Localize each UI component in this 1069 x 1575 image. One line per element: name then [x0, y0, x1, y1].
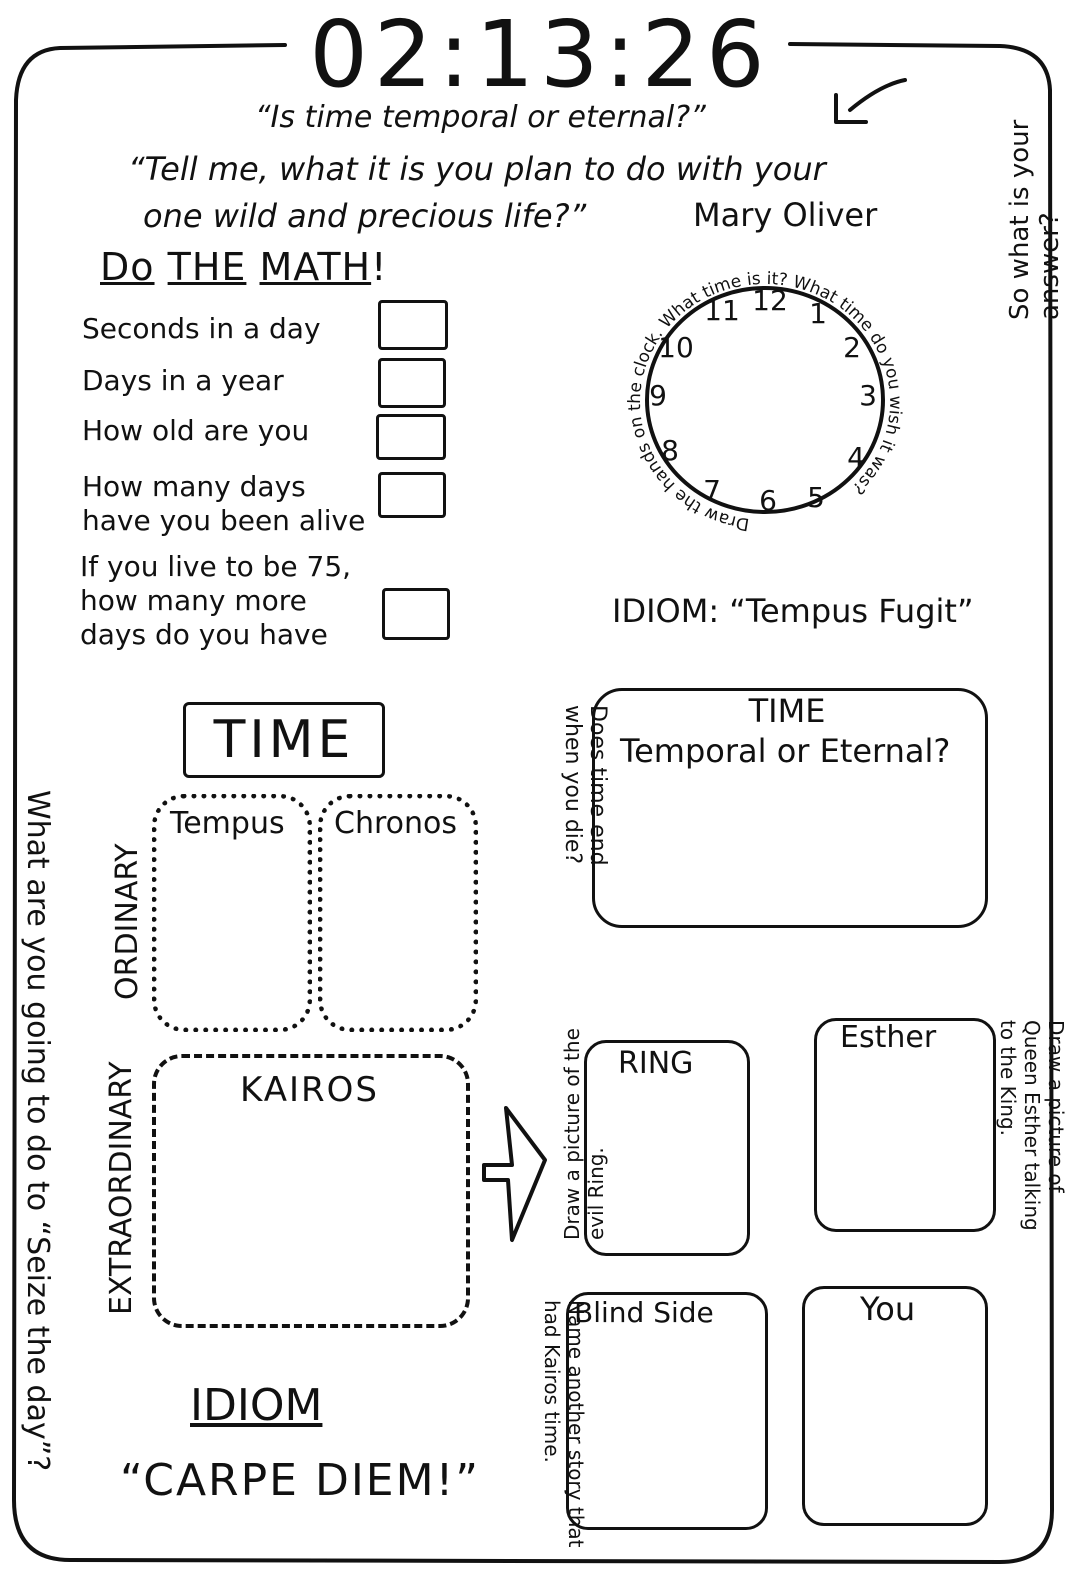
ring-box-title: RING: [618, 1046, 694, 1081]
math-item-days: Days in a year: [82, 364, 284, 397]
temporal-box-subtitle: Temporal or Eternal?: [620, 732, 951, 770]
math-answer-seconds[interactable]: [378, 300, 448, 350]
you-box-title: You: [860, 1290, 916, 1328]
esther-box-note: Draw a picture of Queen Esther talking t…: [996, 1020, 1068, 1231]
tempus-label: Tempus: [170, 806, 285, 841]
kairos-label: KAIROS: [240, 1070, 379, 1110]
quote-author: Mary Oliver: [693, 196, 878, 234]
quote-oliver-line2: one wild and precious life?”: [143, 197, 587, 235]
math-answer-days-left[interactable]: [382, 588, 450, 640]
clock-number-12: 12: [752, 284, 788, 317]
ring-box[interactable]: [584, 1040, 750, 1256]
timer-title: 02:13:26: [309, 1, 771, 108]
math-title-bang: !: [371, 245, 388, 289]
temporal-eternal-box[interactable]: [592, 688, 988, 928]
math-answer-days-alive[interactable]: [378, 472, 446, 518]
clock-number-2: 2: [843, 331, 861, 364]
idiom-tempus-fugit: IDIOM: “Tempus Fugit”: [612, 592, 974, 630]
math-title: Do THE MATH!: [100, 245, 387, 289]
quote-oliver-line1: “Tell me, what it is you plan to do with…: [128, 150, 826, 188]
clock-number-7: 7: [703, 474, 721, 507]
ordinary-label: ORDINARY: [110, 843, 145, 1000]
math-title-math: MATH: [259, 245, 372, 289]
chronos-label: Chronos: [334, 806, 457, 841]
clock-number-8: 8: [661, 434, 679, 467]
clock-number-1: 1: [809, 297, 827, 330]
math-item-seconds: Seconds in a day: [82, 312, 321, 345]
clock-number-6: 6: [759, 484, 777, 517]
math-item-age: How old are you: [82, 414, 310, 447]
blindside-box[interactable]: [566, 1292, 768, 1530]
blindside-box-title: Blind Side: [574, 1296, 714, 1329]
side-note-left: What are you going to do to “Seize the d…: [20, 790, 55, 1472]
quote-question: “Is time temporal or eternal?”: [255, 100, 706, 135]
clock-number-11: 11: [704, 294, 740, 327]
math-item-days-alive: How many days have you been alive: [82, 470, 366, 537]
clock-number-3: 3: [859, 379, 877, 412]
temporal-box-side-note: Does time end when you die?: [560, 705, 610, 866]
math-title-do: Do: [100, 245, 155, 289]
kairos-box[interactable]: [152, 1054, 470, 1328]
math-answer-age[interactable]: [376, 414, 446, 460]
math-title-the: THE: [167, 245, 247, 289]
time-heading: TIME: [183, 702, 385, 778]
you-box[interactable]: [802, 1286, 988, 1526]
chronos-box[interactable]: [318, 794, 478, 1032]
ring-box-note: Draw a picture of the evil Ring.: [560, 1028, 608, 1240]
tempus-box[interactable]: [152, 794, 312, 1032]
esther-box[interactable]: [814, 1018, 996, 1232]
blindside-box-note: Name another story that had Kairos time.: [540, 1300, 588, 1548]
math-answer-days[interactable]: [378, 358, 446, 408]
clock-number-5: 5: [807, 481, 825, 514]
carpe-diem: “CARPE DIEM!”: [120, 1455, 480, 1506]
extraordinary-label: EXTRAORDINARY: [104, 1061, 139, 1315]
esther-box-title: Esther: [840, 1020, 937, 1055]
idiom-label: IDIOM: [190, 1380, 323, 1431]
clock-face[interactable]: Draw the hands on the clock. What time i…: [600, 255, 930, 565]
clock-number-10: 10: [658, 331, 694, 364]
math-item-days-left: If you live to be 75, how many more days…: [80, 550, 352, 651]
clock-number-9: 9: [649, 379, 667, 412]
side-note-right: So what is your answer?: [1005, 119, 1065, 320]
clock-number-4: 4: [847, 441, 865, 474]
temporal-box-title: TIME: [748, 692, 826, 730]
